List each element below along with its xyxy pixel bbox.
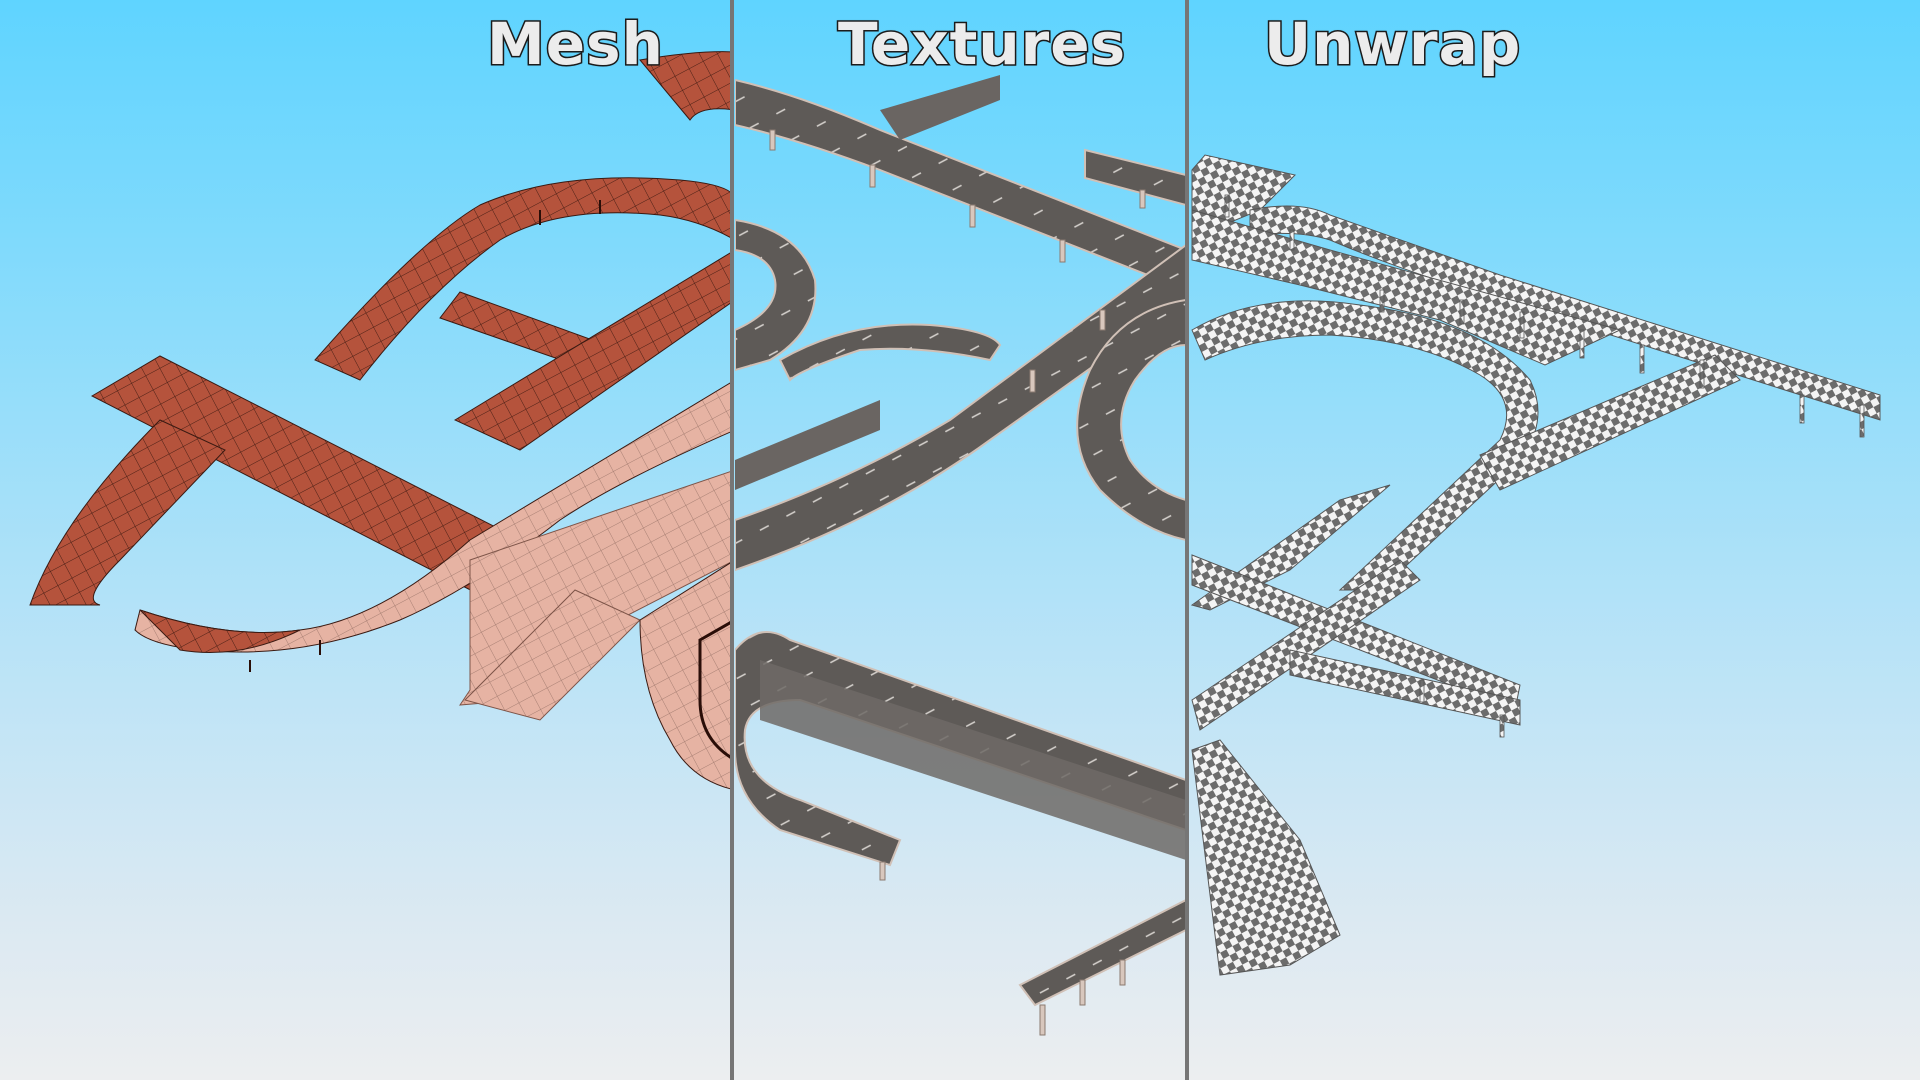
panel-title-mesh: Mesh [486, 9, 665, 80]
panel-divider-right [1185, 0, 1189, 1080]
panel-title-textures: Textures [836, 9, 1127, 80]
panel-title-unwrap: Unwrap [1262, 9, 1522, 80]
textures-panel-geometry [735, 75, 1186, 1036]
panel-divider-left [730, 0, 734, 1080]
unwrap-panel-geometry [1190, 154, 1881, 976]
mesh-panel-geometry [29, 51, 731, 790]
